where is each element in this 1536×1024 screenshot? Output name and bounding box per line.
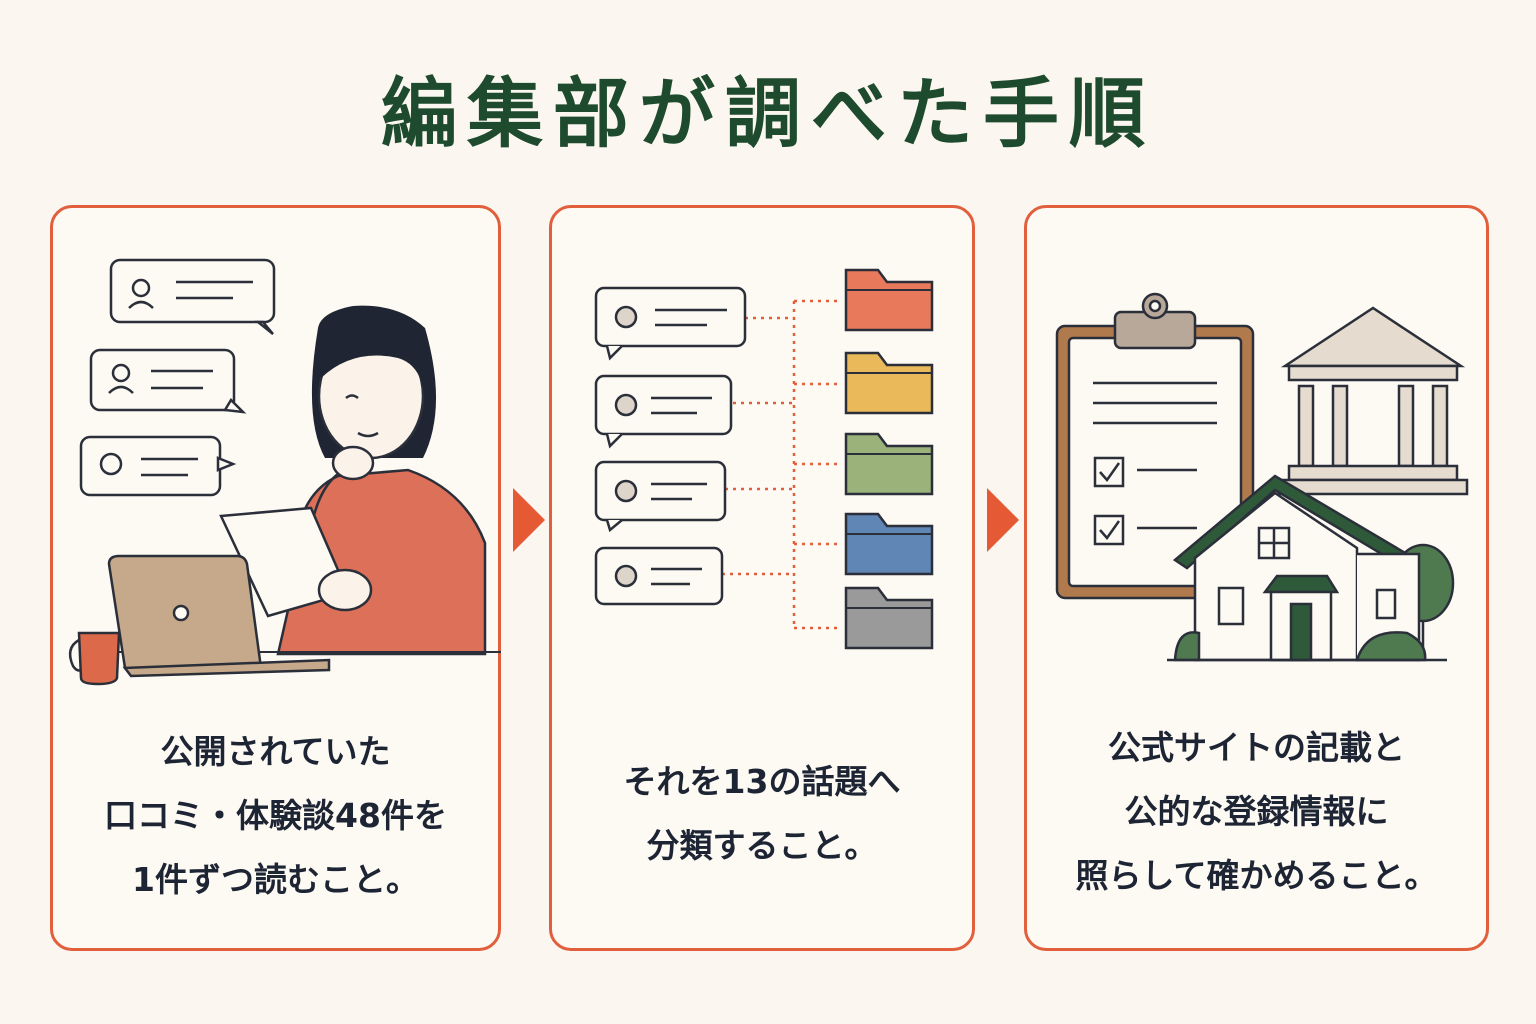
review-card-icon [594,460,727,533]
folder-icon [844,586,934,650]
step-card-verify: 公式サイトの記載と 公的な登録情報に 照らして確かめること。 [1024,205,1489,951]
verify-illustration [1055,292,1469,662]
caption-line: 照らして確かめること。 [1075,856,1438,895]
caption-line: 分類すること。 [646,826,878,865]
paper-icon [219,506,373,618]
step-card-classify: それを13の話題へ 分類すること。 [549,205,975,951]
step-2-caption: それを13の話題へ 分類すること。 [552,750,972,878]
arrow-right-icon [987,488,1019,552]
connector-lines [722,299,842,630]
step-1-caption: 公開されていた 口コミ・体験談48件を 1件ずつ読むこと。 [53,720,498,912]
speech-bubble-icon [79,435,237,497]
classify-illustration [594,268,934,650]
laptop-icon [107,554,331,678]
step-3-caption: 公式サイトの記載と 公的な登録情報に 照らして確かめること。 [1027,716,1486,908]
speech-bubble-icon [89,348,247,414]
caption-line: 公的な登録情報に [1124,792,1389,831]
folder-icon [844,351,934,415]
caption-line: 公開されていた [160,732,391,771]
clipboard-checklist-icon [1055,292,1255,600]
review-card-icon [594,546,724,606]
review-card-icon [594,286,747,361]
review-card-icon [594,374,733,449]
reading-illustration [68,258,501,686]
folder-icon [844,512,934,576]
house-icon [1167,474,1447,662]
arrow-right-icon [513,488,545,552]
folder-group [844,268,934,650]
person-reading-illustration [276,305,487,656]
caption-line: 口コミ・体験談48件を [104,796,447,835]
caption-line: それを13の話題へ [623,762,901,801]
page-title: 編集部が調べた手順 [381,69,1155,158]
folder-icon [844,432,934,496]
step-card-read-reviews: 公開されていた 口コミ・体験談48件を 1件ずつ読むこと。 [50,205,501,951]
caption-line: 1件ずつ読むこと。 [132,860,419,899]
caption-line: 公式サイトの記載と [1108,728,1405,767]
folder-icon [844,268,934,332]
speech-bubble-icon [109,258,276,335]
mug-icon [68,631,121,686]
government-building-icon [1277,306,1469,496]
